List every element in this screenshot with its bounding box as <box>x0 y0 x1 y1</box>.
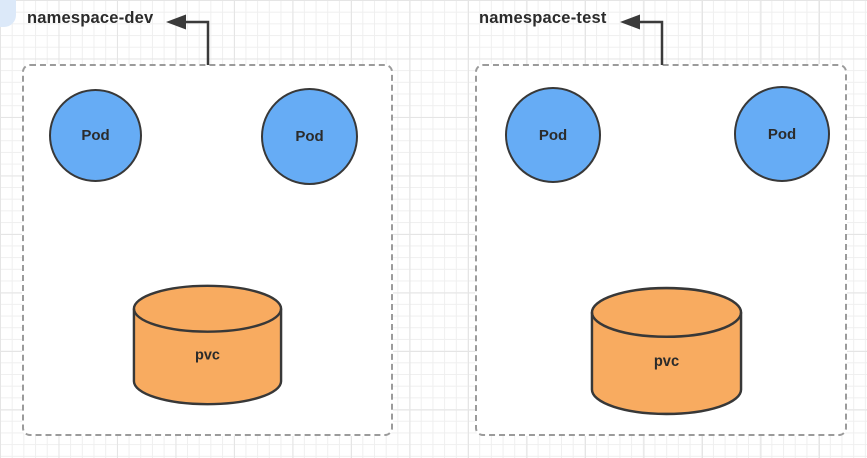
pod-label: Pod <box>767 125 797 143</box>
namespace-test-pointer-arrow[interactable] <box>620 14 664 66</box>
pod-shape[interactable]: Pod <box>49 89 142 182</box>
pvc-cylinder-shape[interactable]: pvc <box>132 283 283 407</box>
pod-shape[interactable]: Pod <box>734 86 830 182</box>
corner-highlight-artifact <box>0 0 16 27</box>
namespace-dev-group: Pod Pod pvc <box>22 64 393 436</box>
cylinder-icon: pvc <box>132 284 283 406</box>
pod-label: Pod <box>295 128 324 145</box>
pvc-label: pvc <box>654 353 679 370</box>
namespace-test-label[interactable]: namespace-test <box>479 9 607 27</box>
pvc-label: pvc <box>195 347 220 363</box>
pod-label: Pod <box>81 127 110 144</box>
namespace-test-group: Pod Pod pvc <box>475 64 847 436</box>
pod-shape[interactable]: Pod <box>505 87 601 183</box>
pvc-cylinder-shape[interactable]: pvc <box>590 285 743 417</box>
namespace-dev-pointer-arrow[interactable] <box>166 14 210 66</box>
namespace-dev-label[interactable]: namespace-dev <box>27 9 154 27</box>
pod-shape[interactable]: Pod <box>261 88 358 185</box>
cylinder-icon: pvc <box>590 286 743 416</box>
pod-label: Pod <box>538 126 568 144</box>
